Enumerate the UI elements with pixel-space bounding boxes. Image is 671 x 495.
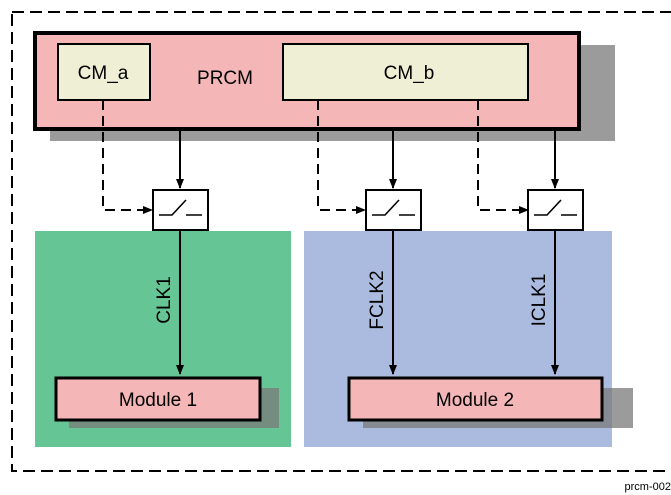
module1-block	[54, 376, 262, 422]
fclk2-label: FCLK2	[367, 270, 388, 329]
switch-icon	[152, 189, 209, 231]
enable-line-cm-b-iclk	[477, 100, 529, 214]
enable-line-cm-b-fclk	[317, 100, 366, 214]
module2-label: Module 2	[436, 390, 514, 411]
switch-icon	[365, 189, 422, 231]
cm-b-label: CM_b	[384, 63, 435, 84]
figure-id: prcm-002	[625, 481, 671, 493]
prcm-label: PRCM	[197, 68, 253, 89]
module1-label: Module 1	[119, 390, 197, 411]
switch-icon	[527, 189, 584, 231]
iclk1-label: ICLK1	[529, 274, 550, 327]
clk1-label: CLK1	[154, 276, 175, 324]
module2-block	[347, 376, 604, 422]
cm-a-label: CM_a	[78, 63, 129, 84]
outer-boundary	[11, 11, 671, 472]
enable-line-cm-a	[102, 100, 153, 214]
cm-b-block	[282, 43, 529, 101]
